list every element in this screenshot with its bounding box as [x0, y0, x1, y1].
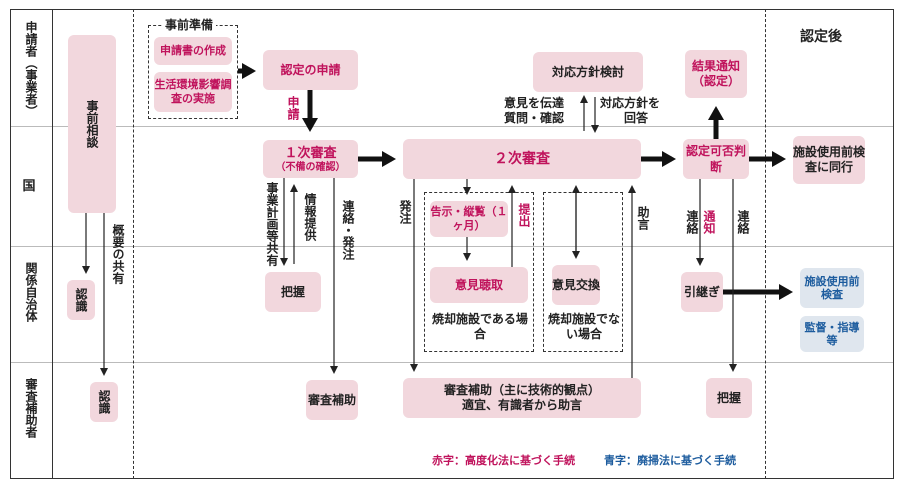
- muni-pre-use-inspection-box: 施設使用前検査: [800, 268, 864, 308]
- first-review-box: １次審査 （不備の確認）: [263, 140, 358, 178]
- grasp-assist-box: 把握: [706, 378, 752, 418]
- review-assist-sub-label: 適宜、有識者から助言: [461, 398, 582, 412]
- lane-divider: [11, 246, 893, 247]
- review-assist-box: 審査補助: [306, 380, 358, 420]
- review-assist-main-label: 審査補助（主に技術的観点）: [443, 383, 600, 397]
- recognition-muni-box: 認識: [67, 280, 95, 320]
- grasp-muni-box: 把握: [265, 272, 321, 312]
- label-contact-order: 連絡・発注: [341, 200, 355, 260]
- second-review-box: ２次審査: [403, 139, 641, 179]
- policy-review-box: 対応方針検討: [533, 52, 643, 92]
- lane-review-assistant: 審査補助者: [24, 378, 38, 438]
- prior-consult-label: 事前相談: [85, 100, 99, 148]
- label-provide-info: 情報提供: [303, 193, 317, 241]
- cert-judgment-box: 認定可否判断: [683, 139, 749, 179]
- opinion-hearing-box: 意見聴取: [430, 267, 528, 303]
- recognition-muni-label: 認識: [74, 288, 88, 312]
- label-share-plan: 事業計画等共有: [265, 182, 279, 266]
- non-incinerator-group: [543, 192, 623, 352]
- label-contact1: 連絡: [685, 210, 699, 234]
- legend-blue: 青字：廃掃法に基づく手続: [604, 454, 736, 467]
- supervision-box: 監督・指導等: [800, 316, 864, 352]
- label-order: 発注: [398, 200, 412, 224]
- opinion-exchange-box: 意見交換: [552, 265, 600, 305]
- after-cert-divider: [765, 9, 766, 479]
- lane-country: 国: [22, 178, 36, 194]
- legend-red: 赤字：高度化法に基づく手続: [432, 454, 575, 467]
- lane-municipality: 関係自治体: [24, 262, 38, 322]
- label-contact2: 連絡: [736, 210, 750, 234]
- recognition-assist-box: 認識: [90, 382, 118, 422]
- lane-divider: [11, 362, 893, 363]
- env-survey-box: 生活環境影響調査の実施: [154, 72, 232, 112]
- public-notice-box: 告示・縦覧（１ヶ月）: [430, 201, 508, 237]
- lane-divider: [11, 126, 893, 127]
- label-convey-opinion: 意見を伝達: [504, 96, 565, 110]
- review-assist-main-box: 審査補助（主に技術的観点） 適宜、有識者から助言: [403, 378, 641, 418]
- first-review-label: １次審査: [284, 145, 337, 161]
- result-notice-box: 結果通知（認定）: [685, 50, 747, 98]
- recognition-assist-label: 認識: [97, 390, 111, 414]
- label-question-confirm: 質問・確認: [504, 111, 565, 125]
- make-application-box: 申請書の作成: [154, 37, 232, 65]
- case-without-incinerator: 焼却施設でない場合: [548, 312, 621, 341]
- first-review-sub: （不備の確認）: [275, 161, 346, 173]
- after-cert-title: 認定後: [800, 29, 842, 45]
- label-reply-policy: 対応方針を: [600, 96, 661, 110]
- consult-divider: [133, 9, 134, 479]
- label-advice: 助言: [636, 206, 650, 230]
- pre-use-inspection-box: 施設使用前検査に同行: [793, 136, 865, 184]
- prep-title: 事前準備: [162, 18, 217, 33]
- handover-box: 引継ぎ: [681, 272, 723, 312]
- label-submit: 提出: [517, 203, 531, 227]
- case-with-incinerator: 焼却施設である場合: [432, 312, 528, 341]
- lane-header-divider: [52, 9, 53, 479]
- lane-applicant: 申請者（事業者）: [24, 20, 38, 117]
- incinerator-group: [424, 192, 534, 352]
- label-application: 申請: [286, 96, 300, 120]
- label-notify: 通知: [702, 210, 716, 234]
- label-reply: 回答: [624, 111, 649, 125]
- label-share-outline: 概要の共有: [111, 224, 125, 284]
- prior-consult-box: 事前相談: [68, 35, 116, 213]
- cert-application-box: 認定の申請: [263, 50, 358, 90]
- diagram-frame: [10, 9, 894, 479]
